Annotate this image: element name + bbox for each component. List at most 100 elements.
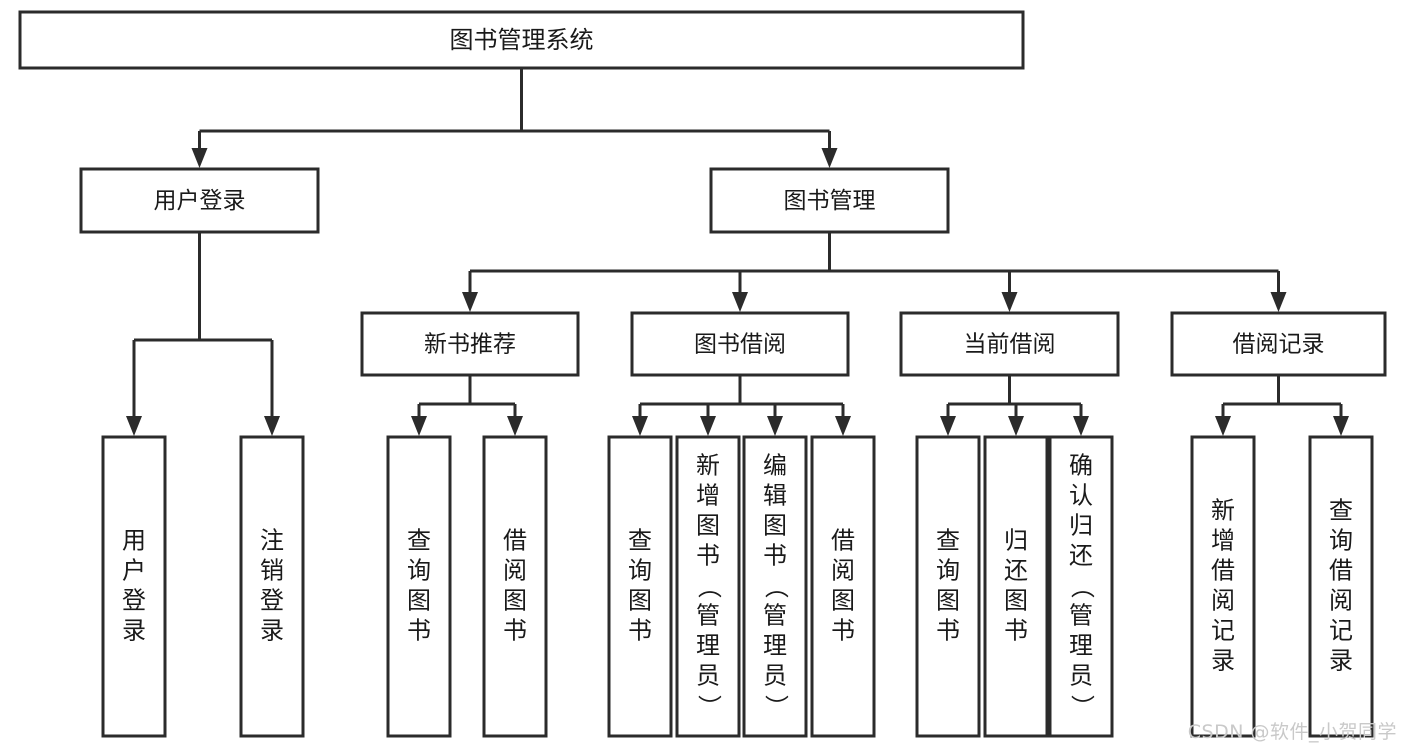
svg-text:图: 图 xyxy=(936,587,960,615)
svg-text:员: 员 xyxy=(763,662,787,690)
svg-text:增: 增 xyxy=(696,482,720,510)
arrow-head-icon xyxy=(732,292,748,312)
svg-text:查: 查 xyxy=(936,527,960,555)
arrow-head-icon xyxy=(821,148,838,168)
svg-text:图: 图 xyxy=(763,512,787,540)
svg-text:书: 书 xyxy=(1004,617,1028,645)
svg-text:查: 查 xyxy=(1329,497,1353,525)
svg-text:户: 户 xyxy=(122,557,146,585)
node-box-book-borrow[interactable] xyxy=(630,311,850,377)
arrow-head-icon xyxy=(462,292,478,312)
svg-text:）: ） xyxy=(1068,695,1096,719)
node-label-new-book-recommend: 新书推荐 xyxy=(424,332,516,358)
node-leaf-user-login[interactable]: 用户登录 xyxy=(101,435,167,738)
svg-text:还: 还 xyxy=(1069,542,1093,570)
svg-text:阅: 阅 xyxy=(831,557,855,585)
node-box-borrow-records[interactable] xyxy=(1170,311,1387,377)
node-box-book-manage[interactable] xyxy=(709,167,950,234)
svg-text:记: 记 xyxy=(1211,617,1235,645)
arrow-head-icon xyxy=(1008,416,1024,436)
svg-text:登: 登 xyxy=(260,587,284,615)
node-box-leaf-borrow-book[interactable] xyxy=(810,435,876,738)
arrow-head-icon xyxy=(1333,416,1349,436)
svg-text:书: 书 xyxy=(831,617,855,645)
svg-text:还: 还 xyxy=(1004,557,1028,585)
node-root[interactable]: 图书管理系统 xyxy=(18,10,1025,70)
svg-text:归: 归 xyxy=(1004,527,1028,555)
node-box-current-borrow[interactable] xyxy=(899,311,1120,377)
node-boxes-layer: 图书管理系统用户登录图书管理新书推荐图书借阅当前借阅借阅记录用户登录注销登录查询… xyxy=(18,10,1387,738)
node-box-leaf-query-book-recommend[interactable] xyxy=(386,435,452,738)
node-current-borrow[interactable]: 当前借阅 xyxy=(899,311,1120,377)
node-book-borrow[interactable]: 图书借阅 xyxy=(630,311,850,377)
svg-text:录: 录 xyxy=(1329,647,1353,675)
node-box-root[interactable] xyxy=(18,10,1025,70)
svg-text:图: 图 xyxy=(831,587,855,615)
node-borrow-records[interactable]: 借阅记录 xyxy=(1170,311,1387,377)
node-box-leaf-borrow-book-recommend[interactable] xyxy=(482,435,548,738)
svg-text:书: 书 xyxy=(936,617,960,645)
node-box-leaf-query-book-borrow[interactable] xyxy=(607,435,673,738)
node-box-leaf-user-login[interactable] xyxy=(101,435,167,738)
svg-text:阅: 阅 xyxy=(1211,587,1235,615)
node-box-leaf-add-borrow-record[interactable] xyxy=(1190,435,1256,738)
arrow-head-icon xyxy=(191,148,208,168)
svg-text:书: 书 xyxy=(696,542,720,570)
node-box-leaf-confirm-return-admin[interactable] xyxy=(1048,435,1114,738)
svg-text:）: ） xyxy=(695,695,723,719)
node-new-book-recommend[interactable]: 新书推荐 xyxy=(360,311,580,377)
node-label-borrow-records: 借阅记录 xyxy=(1233,332,1325,358)
svg-text:询: 询 xyxy=(1329,527,1353,555)
node-box-leaf-add-book-admin[interactable] xyxy=(675,435,741,738)
svg-text:用: 用 xyxy=(122,527,146,555)
svg-text:辑: 辑 xyxy=(763,482,787,510)
arrow-head-icon xyxy=(507,416,523,436)
svg-text:录: 录 xyxy=(122,617,146,645)
svg-text:图: 图 xyxy=(503,587,527,615)
svg-text:图: 图 xyxy=(1004,587,1028,615)
svg-text:理: 理 xyxy=(696,632,720,660)
svg-text:编: 编 xyxy=(763,452,787,480)
csdn-watermark: CSDN @软件_小贺同学 xyxy=(1187,721,1397,743)
node-user-login[interactable]: 用户登录 xyxy=(79,167,320,234)
svg-text:（: （ xyxy=(1068,575,1096,599)
svg-text:录: 录 xyxy=(1211,647,1235,675)
arrow-head-icon xyxy=(1270,292,1287,312)
node-box-leaf-query-borrow-record[interactable] xyxy=(1308,435,1374,738)
node-box-leaf-logout[interactable] xyxy=(239,435,305,738)
svg-text:图: 图 xyxy=(696,512,720,540)
svg-text:）: ） xyxy=(762,695,790,719)
arrow-head-icon xyxy=(835,416,851,436)
arrow-head-icon xyxy=(1215,416,1231,436)
node-box-leaf-return-book[interactable] xyxy=(983,435,1049,738)
node-box-leaf-query-book-current[interactable] xyxy=(915,435,981,738)
node-book-manage[interactable]: 图书管理 xyxy=(709,167,950,234)
svg-text:阅: 阅 xyxy=(1329,587,1353,615)
arrow-head-icon xyxy=(700,416,716,436)
node-label-leaf-user-login: 用户登录 xyxy=(122,527,146,645)
node-box-leaf-edit-book-admin[interactable] xyxy=(742,435,808,738)
svg-text:记: 记 xyxy=(1329,617,1353,645)
arrow-head-icon xyxy=(264,416,280,436)
node-box-new-book-recommend[interactable] xyxy=(360,311,580,377)
node-box-user-login[interactable] xyxy=(79,167,320,234)
svg-text:注: 注 xyxy=(260,527,284,555)
